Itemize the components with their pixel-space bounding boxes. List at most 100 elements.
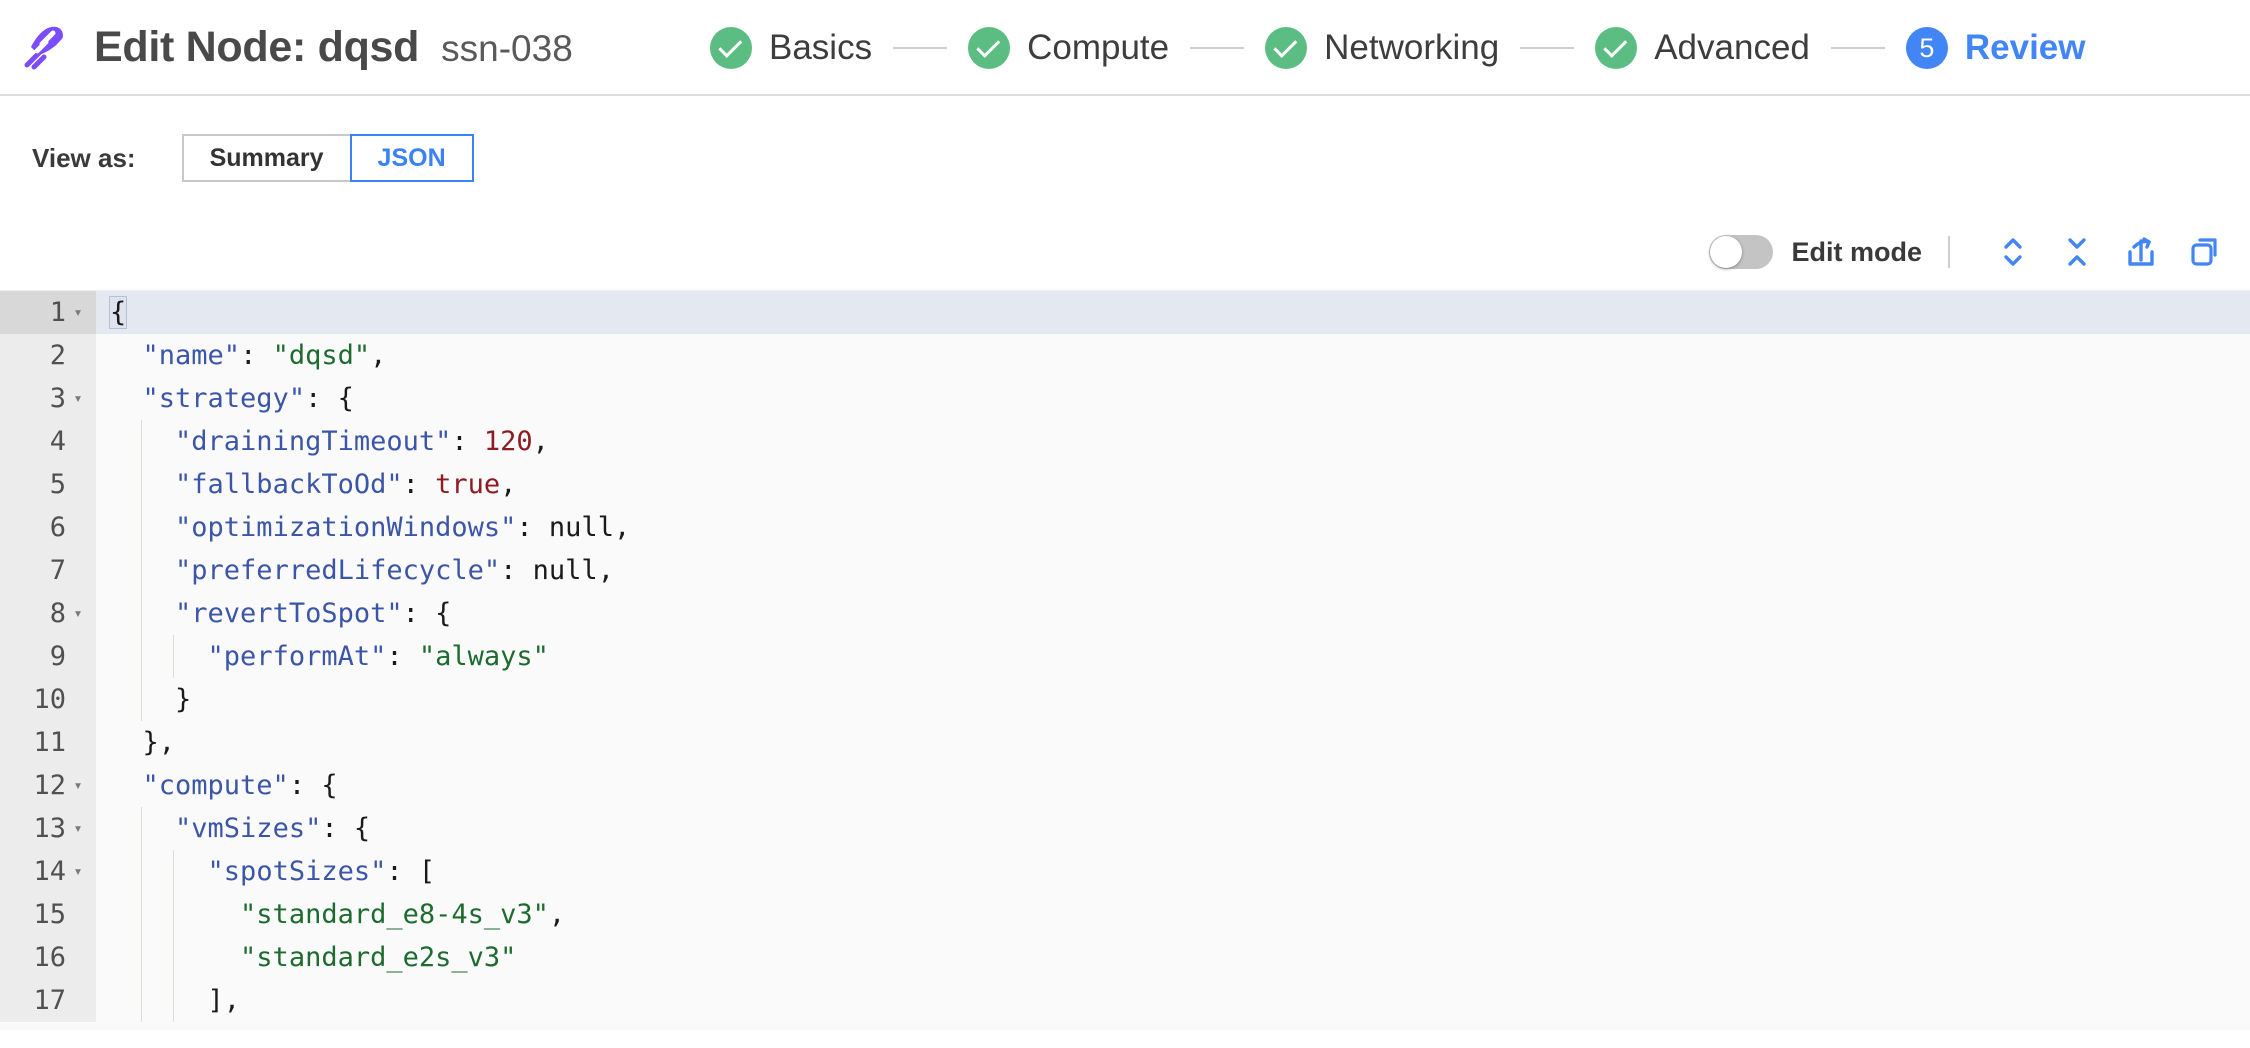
code-line[interactable]: 7 "preferredLifecycle": null, (0, 549, 2250, 592)
code-line[interactable]: 12▾ "compute": { (0, 764, 2250, 807)
code-line[interactable]: 15 "standard_e8-4s_v3", (0, 893, 2250, 936)
line-number: 16 (33, 942, 66, 973)
wizard-step-compute[interactable]: Compute (968, 27, 1169, 69)
page-header: Edit Node: dqsd ssn-038 Basics Compute Net… (0, 0, 2250, 96)
line-number: 6 (49, 512, 66, 543)
token-punc: : (451, 426, 484, 457)
code-line-text: "strategy": { (96, 383, 354, 414)
code-line-text: "fallbackToOd": true, (96, 469, 516, 500)
code-line[interactable]: 14▾ "spotSizes": [ (0, 850, 2250, 893)
code-line[interactable]: 2 "name": "dqsd", (0, 334, 2250, 377)
indent-guide (140, 893, 142, 936)
token-plain (110, 684, 175, 715)
indent-guide (173, 893, 174, 936)
token-punc: : { (402, 598, 452, 629)
token-key: "revertToSpot" (175, 598, 403, 629)
token-str: "always" (418, 641, 549, 672)
step-connector (893, 47, 948, 49)
token-key: "drainingTimeout" (175, 426, 452, 457)
share-export-icon[interactable] (2114, 230, 2168, 274)
view-as-option-summary[interactable]: Summary (181, 134, 350, 182)
step-connector (1190, 47, 1245, 49)
indent-guide (173, 635, 174, 678)
code-line[interactable]: 4 "drainingTimeout": 120, (0, 420, 2250, 463)
code-line-text: "revertToSpot": { (96, 598, 451, 629)
line-number: 9 (49, 641, 66, 672)
code-line-text: "standard_e8-4s_v3", (96, 899, 565, 930)
line-number: 10 (33, 684, 66, 715)
code-line[interactable]: 1▾{ (0, 291, 2250, 334)
token-key: "preferredLifecycle" (175, 555, 501, 586)
copy-icon[interactable] (2178, 230, 2232, 274)
code-line-text: } (96, 684, 191, 715)
wizard-step-advanced[interactable]: Advanced (1595, 27, 1810, 69)
token-null: null (532, 555, 598, 586)
code-line[interactable]: 3▾ "strategy": { (0, 377, 2250, 420)
spot-rocket-logo (22, 24, 68, 70)
fold-toggle-icon[interactable]: ▾ (73, 776, 83, 794)
code-line[interactable]: 13▾ "vmSizes": { (0, 807, 2250, 850)
edit-mode-toggle[interactable] (1709, 235, 1774, 269)
indent-guide (140, 807, 142, 850)
token-key: "vmSizes" (175, 813, 322, 844)
token-key: "fallbackToOd" (175, 469, 403, 500)
fold-toggle-icon[interactable]: ▾ (73, 819, 83, 837)
token-punc: : (402, 469, 436, 500)
token-bool: true (435, 469, 501, 500)
line-number-gutter: 13▾ (0, 807, 96, 850)
wizard-step-basics[interactable]: Basics (710, 27, 872, 69)
token-plain (110, 727, 143, 758)
line-number-gutter: 6 (0, 506, 96, 549)
token-punc: : (500, 555, 533, 586)
token-key: "performAt" (207, 641, 387, 672)
indent-guide (140, 549, 142, 592)
fold-toggle-icon[interactable]: ▾ (73, 604, 83, 622)
indent-guide (140, 635, 142, 678)
code-line[interactable]: 6 "optimizationWindows": null, (0, 506, 2250, 549)
code-line-text: "spotSizes": [ (96, 856, 436, 887)
token-key: "optimizationWindows" (175, 512, 517, 543)
code-line[interactable]: 10 } (0, 678, 2250, 721)
fold-toggle-icon[interactable]: ▾ (73, 862, 83, 880)
token-punc: , (597, 555, 614, 586)
step-complete-check-icon (1595, 27, 1638, 69)
code-line[interactable]: 17 ], (0, 979, 2250, 1022)
line-number: 5 (49, 469, 66, 500)
code-line[interactable]: 11 }, (0, 721, 2250, 764)
fold-toggle-icon[interactable]: ▾ (73, 389, 83, 407)
token-str: "standard_e8-4s_v3" (240, 899, 549, 930)
step-label: Review (1964, 28, 2086, 67)
indent-guide (140, 979, 142, 1022)
token-key: "spotSizes" (207, 856, 387, 887)
code-line[interactable]: 16 "standard_e2s_v3" (0, 936, 2250, 979)
fold-toggle-icon[interactable]: ▾ (73, 303, 83, 321)
collapse-all-icon[interactable] (2050, 230, 2104, 274)
code-line-text: "drainingTimeout": 120, (96, 426, 549, 457)
page-subtitle-node-id: ssn-038 (441, 27, 573, 69)
line-number: 15 (33, 899, 66, 930)
token-punc: } (175, 684, 192, 715)
token-punc: : [ (386, 856, 436, 887)
expand-all-icon[interactable] (1986, 230, 2040, 274)
code-line-text: "optimizationWindows": null, (96, 512, 630, 543)
line-number-gutter: 2 (0, 334, 96, 377)
line-number-gutter: 16 (0, 936, 96, 979)
code-line[interactable]: 9 "performAt": "always" (0, 635, 2250, 678)
token-key: "strategy" (142, 383, 306, 414)
token-punc: : (386, 641, 419, 672)
view-as-option-json[interactable]: JSON (349, 134, 474, 182)
header-title-group: Edit Node: dqsd ssn-038 (94, 23, 573, 72)
line-number: 12 (33, 770, 66, 801)
json-code-editor[interactable]: 1▾{2 "name": "dqsd",3▾ "strategy": {4 "d… (0, 290, 2250, 1030)
code-line-text: ], (96, 985, 241, 1016)
indent-guide (140, 936, 142, 979)
indent-guide (173, 979, 174, 1022)
code-line[interactable]: 8▾ "revertToSpot": { (0, 592, 2250, 635)
wizard-step-networking[interactable]: Networking (1265, 27, 1499, 69)
code-line[interactable]: 5 "fallbackToOd": true, (0, 463, 2250, 506)
step-complete-check-icon (710, 27, 752, 69)
step-label: Basics (769, 28, 873, 67)
